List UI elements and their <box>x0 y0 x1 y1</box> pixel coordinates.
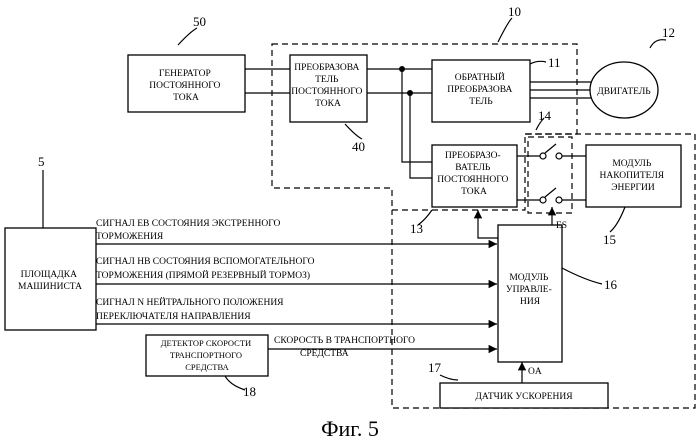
switch-14-upper <box>540 144 562 159</box>
figure-caption: Фиг. 5 <box>321 416 379 441</box>
accel-sensor-label: ДАТЧИК УСКОРЕНИЯ <box>475 392 573 402</box>
leader-10 <box>498 18 512 42</box>
signal-n-label: СИГНАЛ N НЕЙТРАЛЬНОГО ПОЛОЖЕНИЯ ПЕРЕКЛЮЧ… <box>96 296 286 322</box>
signal-oa-label: OA <box>528 367 542 377</box>
switch-14-lower <box>540 188 562 203</box>
ref-10: 10 <box>508 4 521 19</box>
leader-15 <box>610 207 625 232</box>
ref-12: 12 <box>662 25 675 40</box>
arrow-control-to-conv13 <box>478 210 498 238</box>
ref-17: 17 <box>428 360 442 375</box>
ref-50: 50 <box>193 14 206 29</box>
signal-eb-label: СИГНАЛ EB СОСТОЯНИЯ ЭКСТРЕННОГО ТОРМОЖЕН… <box>96 219 283 242</box>
signal-speed-label: СКОРОСТЬ В ТРАНСПОРТНОГО СРЕДСТВА <box>274 336 417 359</box>
leader-17 <box>440 375 458 380</box>
ref-16: 16 <box>604 277 618 292</box>
leader-18 <box>225 376 245 390</box>
signal-es-label: ES <box>556 221 567 231</box>
ref-13: 13 <box>410 221 423 236</box>
leader-12 <box>650 40 666 48</box>
ref-11: 11 <box>548 55 561 70</box>
motor-label: ДВИГАТЕЛЬ <box>597 87 651 97</box>
ref-5: 5 <box>38 154 45 169</box>
branch-lower <box>410 93 432 178</box>
ref-14: 14 <box>538 108 552 123</box>
ref-40: 40 <box>352 139 365 154</box>
ref-18: 18 <box>243 384 256 399</box>
ref-15: 15 <box>603 232 616 247</box>
leader-50 <box>178 28 197 45</box>
signal-hb-label: СИГНАЛ HB СОСТОЯНИЯ ВСПОМОГАТЕЛЬНОГО ТОР… <box>96 257 317 281</box>
leader-16 <box>562 268 602 284</box>
leader-11 <box>530 61 546 64</box>
branch-upper <box>402 69 432 162</box>
leader-40 <box>345 124 362 139</box>
